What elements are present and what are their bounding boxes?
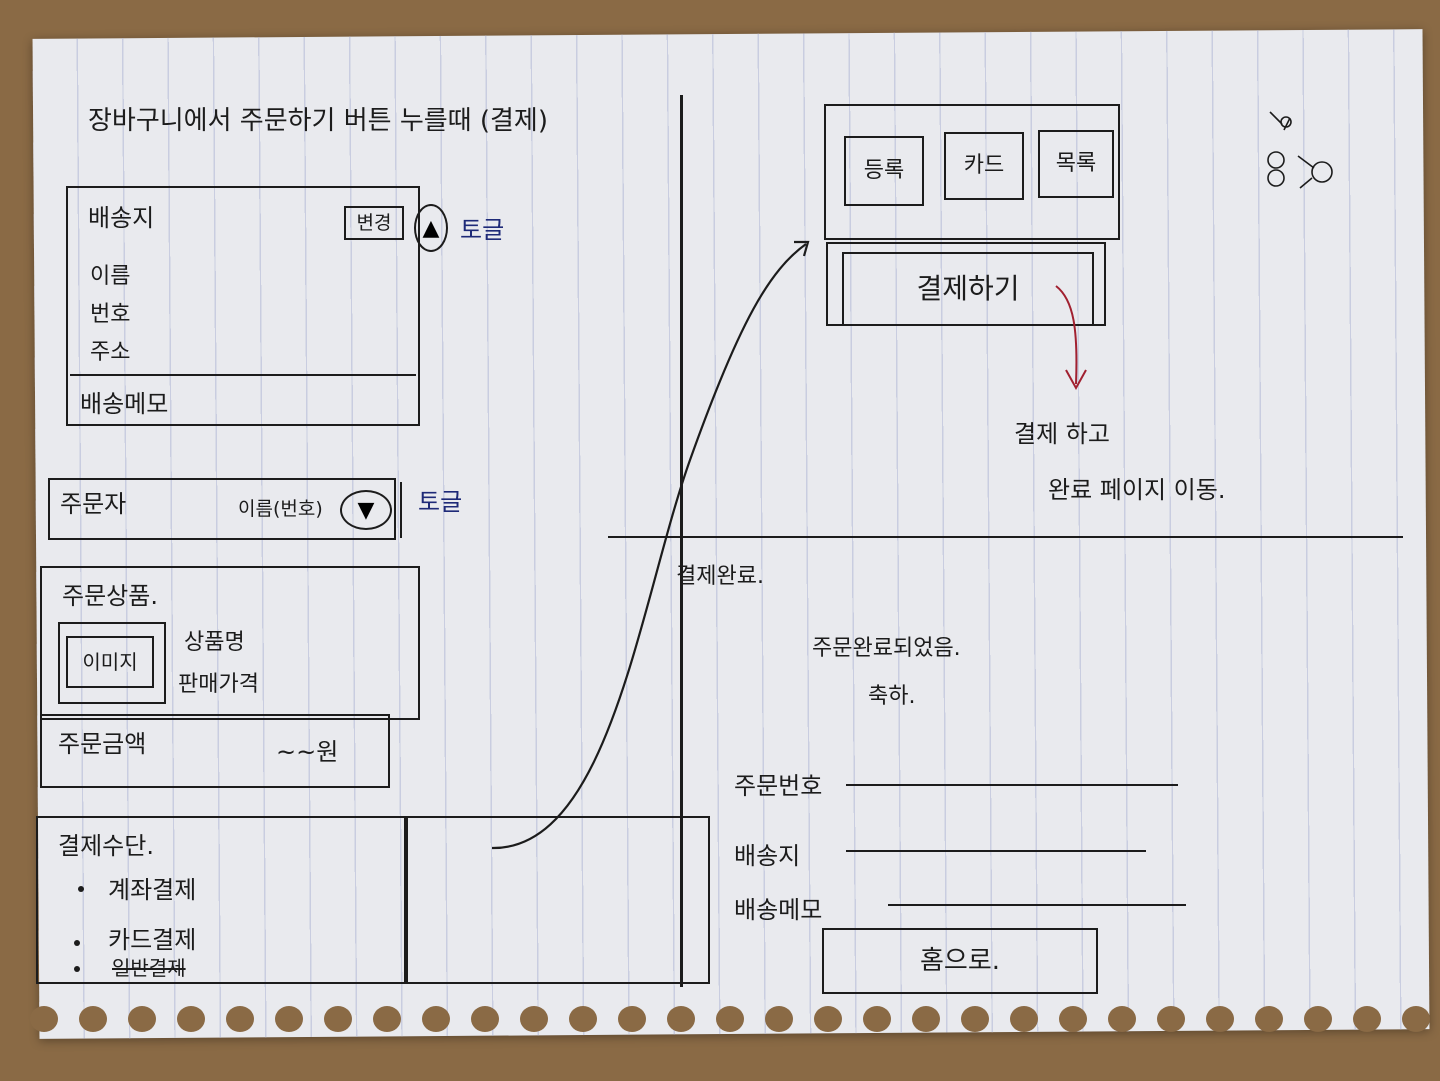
- orderer-edge: [400, 482, 402, 538]
- order-number-label: 주문번호: [734, 772, 823, 800]
- complete-message-line1: 주문완료되었음.: [812, 636, 961, 661]
- orderer-toggle-icon[interactable]: ▼: [340, 490, 392, 530]
- card-button[interactable]: 카드: [944, 132, 1024, 200]
- complete-shipping-label: 배송지: [734, 842, 801, 870]
- payment-method-account[interactable]: 계좌결제: [108, 876, 197, 904]
- order-number-line: [846, 784, 1178, 786]
- order-products-heading: 주문상품.: [62, 582, 158, 610]
- payment-method-general[interactable]: 일반결제: [112, 956, 186, 980]
- payment-options-panel: [824, 104, 1120, 240]
- doodle-icon: [1267, 111, 1333, 189]
- phone-field-label: 번호: [90, 302, 131, 327]
- payment-heading: 결제수단.: [58, 832, 154, 860]
- product-price-label: 판매가격: [178, 672, 259, 697]
- orderer-value: 이름(번호): [238, 498, 323, 520]
- product-image-placeholder: 이미지: [66, 636, 154, 688]
- section-divider: [608, 536, 1403, 538]
- payment-method-card: [36, 816, 408, 984]
- complete-message-line2: 축하.: [868, 684, 916, 709]
- card-list-button[interactable]: 목록: [1038, 130, 1114, 198]
- register-card-button[interactable]: 등록: [844, 136, 924, 206]
- page-title: 장바구니에서 주문하기 버튼 누를때 (결제): [88, 106, 548, 136]
- product-name-label: 상품명: [184, 630, 245, 655]
- name-field-label: 이름: [90, 264, 131, 289]
- order-amount-card: [40, 714, 390, 788]
- bullet-icon: [74, 940, 80, 946]
- column-divider: [680, 95, 683, 987]
- shipping-memo-field[interactable]: 배송메모: [80, 390, 169, 418]
- order-amount-value: ~~원: [276, 738, 339, 766]
- complete-heading: 결제완료.: [676, 564, 764, 589]
- pay-note-line1: 결제 하고: [1014, 420, 1110, 448]
- payment-method-card[interactable]: 카드결제: [108, 926, 197, 954]
- shipping-toggle-label: 토글: [460, 216, 505, 244]
- memo-divider: [70, 374, 416, 376]
- pay-note-line2: 완료 페이지 이동.: [1048, 476, 1226, 504]
- pay-button[interactable]: 결제하기: [842, 252, 1094, 326]
- home-button[interactable]: 홈으로.: [822, 928, 1098, 994]
- binding-holes: [30, 1006, 1430, 1036]
- complete-memo-line: [888, 904, 1186, 906]
- orderer-card: [48, 478, 396, 540]
- orderer-heading: 주문자: [60, 490, 127, 518]
- bullet-icon: [78, 886, 84, 892]
- bullet-icon: [74, 966, 80, 972]
- shipping-card: [66, 186, 420, 426]
- product-image-box: [58, 622, 166, 704]
- complete-memo-label: 배송메모: [734, 896, 823, 924]
- order-amount-label: 주문금액: [58, 730, 147, 758]
- complete-shipping-line: [846, 850, 1146, 852]
- change-address-button[interactable]: 변경: [344, 206, 404, 240]
- order-products-card: [40, 566, 420, 720]
- shipping-toggle-icon[interactable]: ▲: [414, 204, 448, 252]
- orderer-toggle-label: 토글: [418, 488, 463, 516]
- address-field-label: 주소: [90, 340, 131, 365]
- shipping-heading: 배송지: [88, 204, 155, 232]
